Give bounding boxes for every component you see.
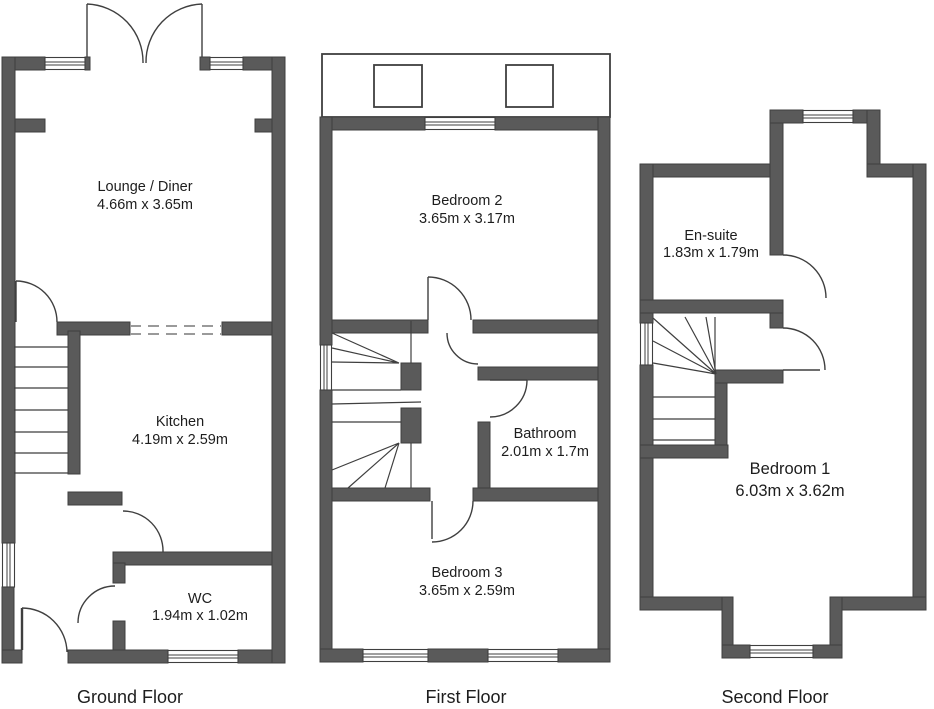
- door-swing-icon: [446, 332, 479, 365]
- room-name-bedroom-2: Bedroom 2: [432, 193, 503, 209]
- door-swing-icon: [77, 585, 116, 624]
- room-dims-bathroom: 2.01m x 1.7m: [501, 444, 589, 460]
- door-swing-icon: [427, 276, 472, 321]
- rooflight-icon: [373, 64, 423, 108]
- door-swing-icon: [489, 379, 528, 418]
- first-floor-windows: [319, 116, 559, 663]
- window-icon: [802, 109, 854, 124]
- door-swing-icon: [431, 500, 474, 543]
- room-dims-kitchen: 4.19m x 2.59m: [132, 432, 228, 448]
- door-swing-icon: [15, 280, 58, 323]
- rooflight-icon: [505, 64, 554, 108]
- room-dims-en-suite: 1.83m x 1.79m: [663, 245, 759, 261]
- first-floor-stairs: [331, 321, 422, 489]
- room-name-bathroom: Bathroom: [514, 426, 577, 442]
- room-name-en-suite: En-suite: [684, 228, 737, 244]
- open-plan-divider: [130, 325, 222, 335]
- ground-floor-plan: Lounge / Diner 4.66m x 3.65m Kitchen 4.1…: [1, 3, 286, 707]
- second-floor-walls: [639, 109, 927, 659]
- door-swing-icon: [782, 327, 826, 371]
- ground-floor-walls: [1, 56, 286, 664]
- ground-floor-windows: [1, 56, 244, 664]
- window-icon: [319, 344, 333, 391]
- room-dims-bedroom-2: 3.65m x 3.17m: [419, 211, 515, 227]
- window-icon: [487, 648, 559, 663]
- room-dims-wc: 1.94m x 1.02m: [152, 608, 248, 624]
- window-icon: [362, 648, 429, 663]
- room-dims-bedroom-3: 3.65m x 2.59m: [419, 583, 515, 599]
- room-name-bedroom-3: Bedroom 3: [432, 565, 503, 581]
- room-dims-bedroom-1: 6.03m x 3.62m: [735, 482, 844, 500]
- ground-floor-stairs: [14, 346, 68, 474]
- second-floor-doors: [782, 254, 827, 371]
- door-swing-icon: [122, 510, 164, 553]
- first-floor-doors: [427, 276, 528, 543]
- room-dims-lounge-diner: 4.66m x 3.65m: [97, 197, 193, 213]
- floor-title-ground: Ground Floor: [77, 687, 183, 707]
- ground-floor-doors: [15, 3, 203, 653]
- window-icon: [424, 116, 496, 131]
- first-floor-eaves-outline: [321, 53, 611, 118]
- window-icon: [749, 644, 814, 659]
- window-icon: [167, 649, 239, 664]
- first-floor-plan: Bedroom 2 3.65m x 3.17m Bathroom 2.01m x…: [319, 53, 611, 707]
- window-icon: [1, 542, 16, 588]
- window-icon: [639, 322, 654, 366]
- window-icon: [44, 56, 86, 71]
- second-floor-stairs: [652, 316, 717, 441]
- room-name-wc: WC: [188, 591, 212, 607]
- french-doors-icon: [86, 3, 203, 64]
- second-floor-plan: En-suite 1.83m x 1.79m Bedroom 1 6.03m x…: [639, 109, 927, 707]
- floor-title-second: Second Floor: [721, 687, 828, 707]
- room-name-bedroom-1: Bedroom 1: [750, 460, 831, 478]
- room-name-lounge-diner: Lounge / Diner: [97, 179, 192, 195]
- room-name-kitchen: Kitchen: [156, 414, 204, 430]
- window-icon: [209, 56, 244, 71]
- front-door-icon: [20, 607, 68, 653]
- floor-title-first: First Floor: [426, 687, 507, 707]
- first-floor-walls: [319, 116, 611, 663]
- second-floor-windows: [639, 109, 854, 659]
- door-swing-icon: [782, 254, 827, 299]
